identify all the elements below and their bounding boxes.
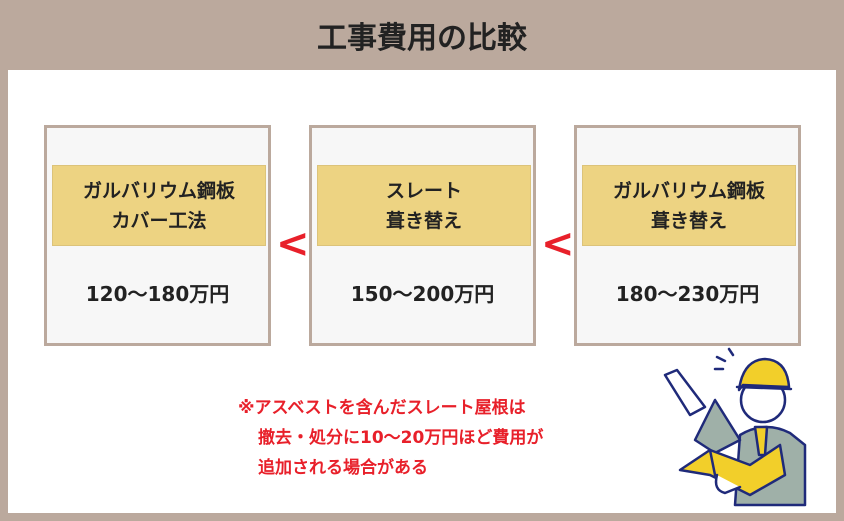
method-label: ガルバリウム鋼板葺き替え	[582, 165, 796, 246]
page-title: 工事費用の比較	[317, 21, 527, 56]
label-line: カバー工法	[111, 209, 207, 232]
label-line: ガルバリウム鋼板	[612, 179, 765, 202]
asbestos-note: ※アスベストを含んだスレート屋根は 撤去・処分に10〜20万円ほど費用が 追加さ…	[238, 393, 543, 483]
cost-card-slate-reroof: スレート葺き替え 150〜200万円	[309, 125, 536, 346]
less-than-symbol: <	[276, 221, 310, 267]
cost-card-galvalume-reroof: ガルバリウム鋼板葺き替え 180〜230万円	[574, 125, 801, 346]
less-than-symbol: <	[541, 221, 575, 267]
method-label: スレート葺き替え	[317, 165, 531, 246]
note-line: 追加される場合がある	[258, 458, 428, 478]
label-line: スレート	[385, 179, 462, 202]
note-line: 撤去・処分に10〜20万円ほど費用が	[258, 428, 544, 448]
label-line: ガルバリウム鋼板	[82, 179, 235, 202]
price-range: 120〜180万円	[85, 282, 230, 306]
price-range: 150〜200万円	[350, 282, 495, 306]
cost-card-galvalume-cover: ガルバリウム鋼板カバー工法 120〜180万円	[44, 125, 271, 346]
note-line: ※アスベストを含んだスレート屋根は	[238, 398, 526, 418]
label-line: 葺き替え	[385, 209, 462, 232]
method-label: ガルバリウム鋼板カバー工法	[52, 165, 266, 246]
label-line: 葺き替え	[650, 209, 727, 232]
construction-worker-illustration	[663, 347, 807, 507]
price-range: 180〜230万円	[615, 282, 760, 306]
